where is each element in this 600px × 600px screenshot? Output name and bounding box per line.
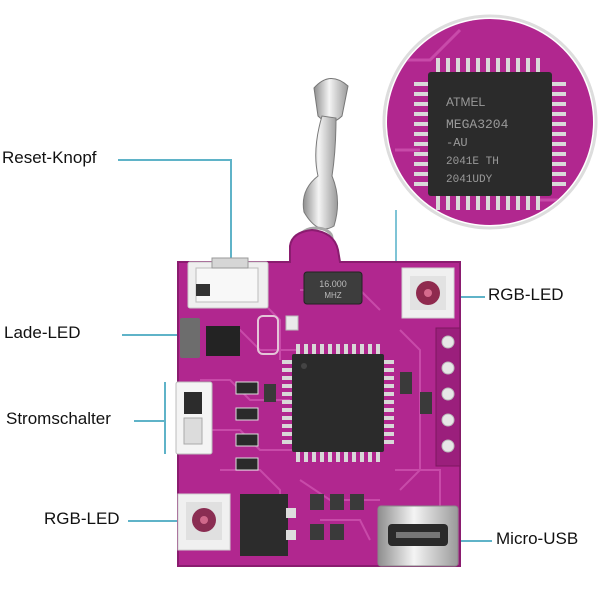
rgb-bottom-callout-line (128, 520, 178, 522)
crystal-oscillator: 16.000 MHZ (303, 271, 363, 305)
main-chip (282, 344, 394, 462)
zoom-inset: ATMEL MEGA3204 -AU 2041E TH 2041UDY (382, 14, 598, 230)
label-rgb-led-bottom: RGB-LED (44, 509, 120, 528)
power-switch-bracket (164, 382, 166, 454)
micro-usb-port (377, 505, 459, 567)
pendant-bail (298, 78, 349, 250)
label-rgb-led-top: RGB-LED (488, 285, 564, 304)
chip-brand-text: ATMEL (446, 95, 485, 109)
reset-callout-line (118, 159, 230, 161)
chip-model-text: MEGA3204 (446, 117, 509, 132)
smd-components (235, 372, 432, 540)
chip-suffix-text: -AU (446, 136, 468, 150)
charge-led-callout-line (122, 334, 184, 336)
label-charge-led: Lade-LED (4, 323, 81, 342)
zoom-callout-line (395, 210, 397, 265)
crystal-freq-text: 16.000 (319, 279, 347, 289)
header-pins (435, 327, 461, 467)
charge-led-area (180, 315, 299, 358)
label-micro-usb: Micro-USB (496, 529, 579, 548)
crystal-unit-text: MHZ (324, 291, 341, 300)
voltage-regulator (240, 494, 296, 556)
chip-line3-text: 2041E TH (446, 156, 499, 168)
chip-line4-text: 2041UDY (446, 174, 493, 186)
rgb-led-top (401, 267, 455, 319)
label-power-switch: Stromschalter (6, 409, 111, 428)
reset-button (187, 257, 269, 309)
rgb-top-callout-line (455, 296, 485, 298)
reset-callout-line-vertical (230, 159, 232, 259)
power-switch-callout-line (134, 420, 164, 422)
power-switch (175, 381, 213, 455)
label-reset-button: Reset-Knopf (2, 148, 97, 167)
usb-callout-line (458, 540, 492, 542)
rgb-led-bottom (177, 493, 231, 551)
